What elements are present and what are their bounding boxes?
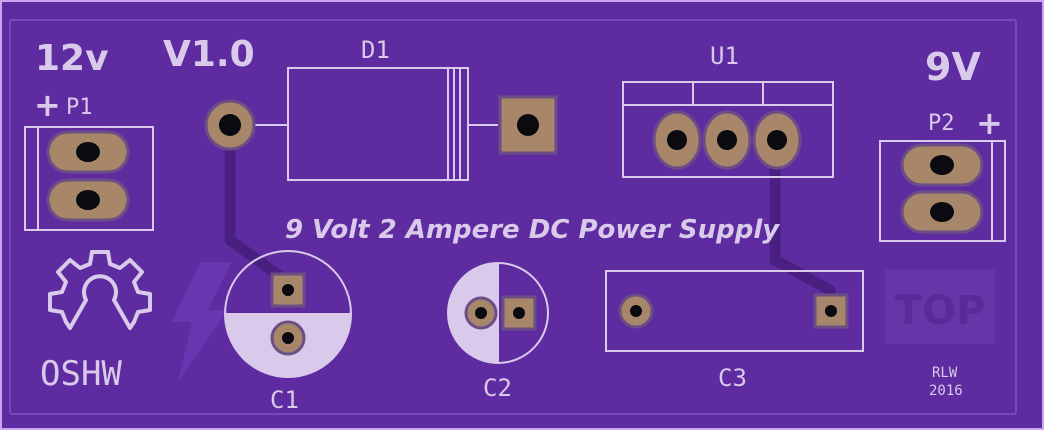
lightning-bolt-icon: [172, 262, 232, 382]
c3-pad-2: [813, 293, 849, 329]
u1-body: [622, 81, 834, 178]
year-label: 2016: [929, 383, 963, 399]
c1-drill-minus: [282, 332, 294, 344]
oshw-label: OSHW: [40, 354, 122, 394]
top-marker-box: [885, 270, 995, 344]
oshw-gear-icon: [48, 250, 152, 330]
top-marker-text: TOP: [895, 288, 986, 334]
top-side-marker: TOP: [885, 270, 995, 344]
c2-label: C2: [483, 374, 512, 402]
c3-outline: [605, 270, 864, 352]
d1-drill-anode: [219, 114, 241, 136]
p2-label: P2: [928, 111, 955, 136]
c2-drill-plus: [513, 307, 525, 319]
d1-label: D1: [361, 36, 390, 64]
p1-polarity-plus: +: [34, 86, 61, 124]
capacitor-c3[interactable]: C3: [605, 270, 864, 392]
p2-drill-2: [930, 202, 954, 222]
connector-p2[interactable]: P2 +: [879, 104, 1006, 242]
p1-drill-2: [76, 190, 100, 210]
regulator-u1[interactable]: U1: [622, 42, 834, 178]
ground-pour-border: [9, 19, 1017, 415]
c1-label: C1: [270, 386, 299, 414]
output-voltage-label: 9V: [925, 45, 981, 89]
diode-d1[interactable]: D1: [204, 36, 558, 181]
c1-pad-plus: [270, 272, 306, 308]
c3-drill-1: [630, 305, 642, 317]
p2-polarity-plus: +: [976, 104, 1003, 142]
board-title: 9 Volt 2 Ampere DC Power Supply: [285, 215, 780, 245]
u1-drill-3: [767, 130, 787, 150]
capacitor-c2[interactable]: C2: [447, 262, 549, 402]
u1-label: U1: [710, 42, 739, 70]
d1-drill-cathode: [517, 114, 539, 136]
connector-p1[interactable]: + P1: [24, 86, 154, 231]
p1-drill-1: [76, 142, 100, 162]
d1-pad-cathode: [498, 95, 558, 155]
c3-label: C3: [718, 364, 747, 392]
c2-drill-minus: [475, 307, 487, 319]
p2-outline: [879, 140, 1006, 242]
c3-drill-2: [825, 305, 837, 317]
author-label: RLW: [932, 365, 958, 381]
p1-label: P1: [66, 95, 93, 120]
c1-drill-plus: [282, 284, 294, 296]
version-label: V1.0: [163, 34, 255, 75]
p2-drill-1: [930, 155, 954, 175]
input-voltage-label: 12v: [35, 38, 109, 79]
p1-outline: [24, 126, 154, 231]
u1-drill-1: [667, 130, 687, 150]
u1-drill-2: [717, 130, 737, 150]
capacitor-c1[interactable]: C1: [224, 250, 352, 414]
